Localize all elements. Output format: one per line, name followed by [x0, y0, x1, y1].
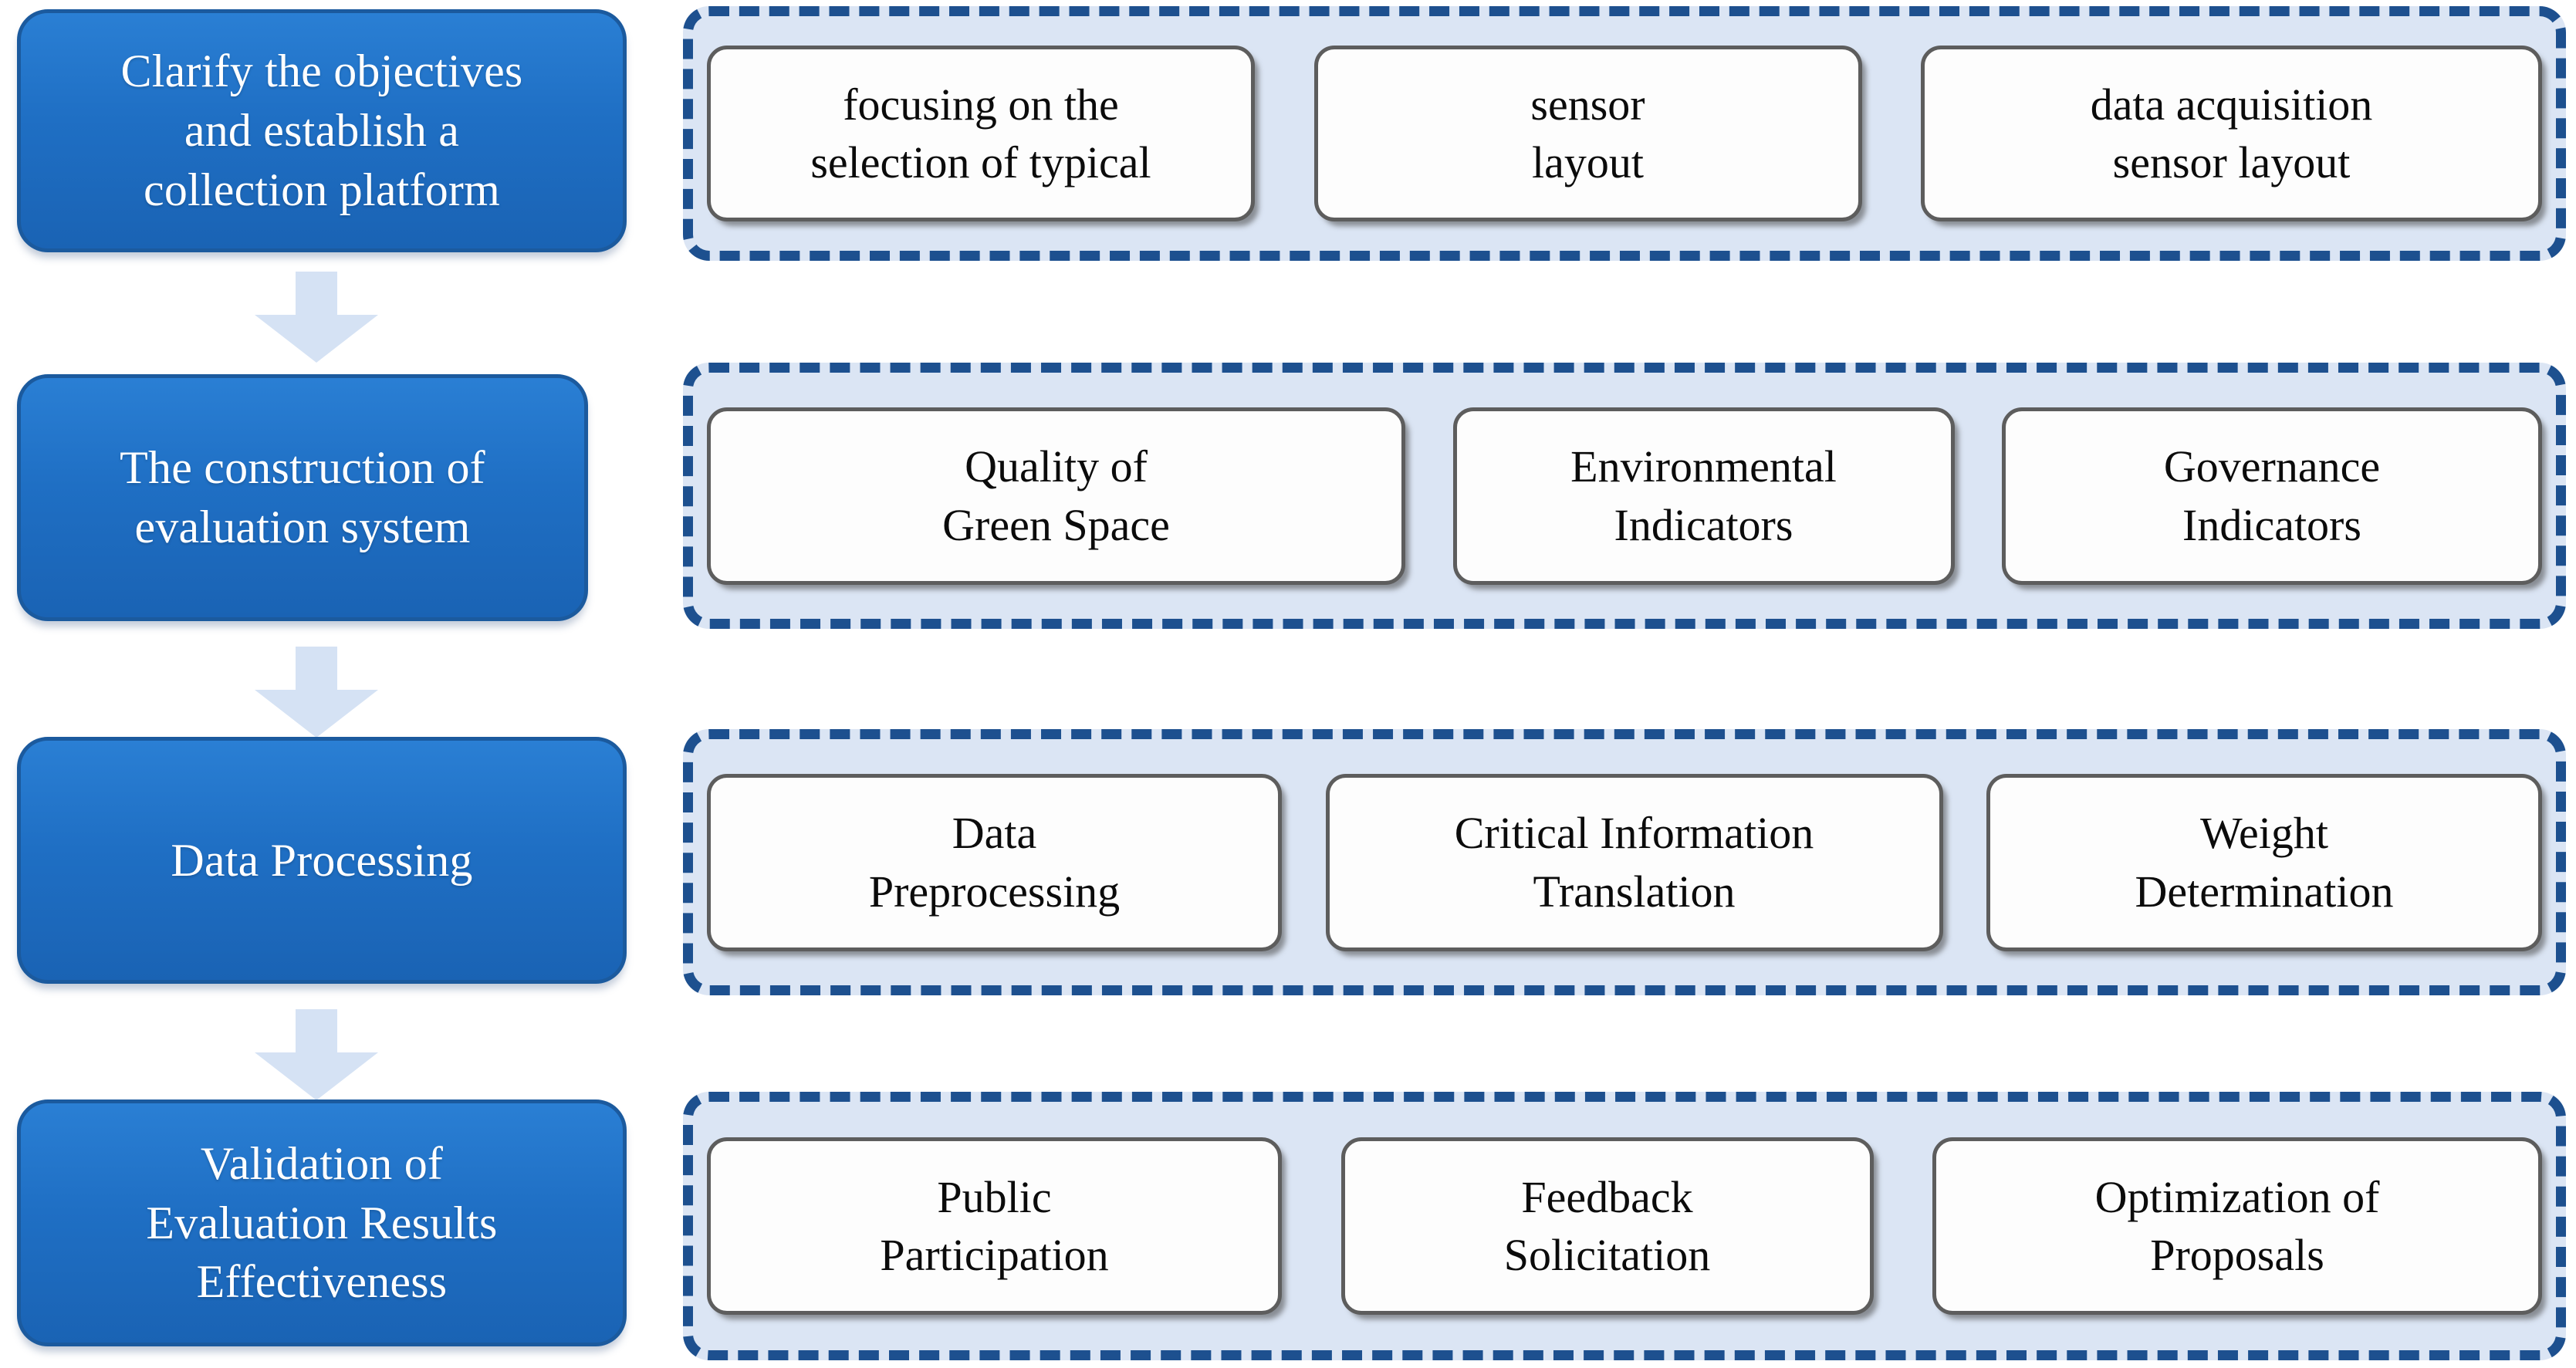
stage-2-card-1[interactable]: Quality of Green Space — [707, 407, 1405, 585]
stage-4-card-1[interactable]: Public Participation — [707, 1137, 1282, 1315]
stage-4-card-3-label: Optimization of Proposals — [2094, 1171, 2380, 1280]
stage-4-card-1-label: Public Participation — [880, 1171, 1109, 1280]
stage-1-card-1-label: focusing on the selection of typical — [810, 79, 1151, 187]
arrow-head — [255, 690, 378, 738]
stage-2-card-3-label: Governance Indicators — [2163, 441, 2381, 550]
stage-2-card-2[interactable]: Environmental Indicators — [1452, 407, 1955, 585]
down-arrow-icon-1 — [255, 272, 378, 363]
stage-group-3: Data Preprocessing Critical Information … — [683, 729, 2566, 995]
down-arrow-icon-3 — [255, 1009, 378, 1100]
stage-2-card-3[interactable]: Governance Indicators — [2002, 407, 2542, 585]
stage-1-card-3-label: data acquisition sensor layout — [2090, 79, 2373, 187]
stage-box-3[interactable]: Data Processing — [17, 737, 627, 984]
down-arrow-icon-2 — [255, 647, 378, 738]
stage-label-4: Validation of Evaluation Results Effecti… — [146, 1137, 498, 1308]
stage-2-card-1-label: Quality of Green Space — [942, 441, 1170, 550]
stage-label-1: Clarify the objectives and establish a c… — [120, 46, 523, 215]
arrow-shaft — [296, 647, 337, 694]
arrow-shaft — [296, 272, 337, 319]
stage-1-card-1[interactable]: focusing on the selection of typical — [707, 46, 1255, 221]
stage-1-card-2[interactable]: sensor layout — [1313, 46, 1862, 221]
arrow-shaft — [296, 1009, 337, 1057]
stage-label-3: Data Processing — [171, 834, 473, 886]
stage-3-card-3[interactable]: Weight Determination — [1986, 773, 2542, 951]
stage-box-4[interactable]: Validation of Evaluation Results Effecti… — [17, 1099, 627, 1346]
stage-4-card-2-label: Feedback Solicitation — [1503, 1171, 1711, 1280]
stage-group-1: focusing on the selection of typical sen… — [683, 6, 2566, 261]
stage-3-card-2[interactable]: Critical Information Translation — [1325, 773, 1943, 951]
stage-1-card-3[interactable]: data acquisition sensor layout — [1921, 46, 2542, 221]
stage-4-card-2[interactable]: Feedback Solicitation — [1340, 1137, 1874, 1315]
stage-group-4: Public Participation Feedback Solicitati… — [683, 1092, 2566, 1360]
arrow-head — [255, 315, 378, 363]
stage-3-card-3-label: Weight Determination — [2135, 808, 2394, 917]
stage-group-2: Quality of Green Space Environmental Ind… — [683, 363, 2566, 629]
stage-label-2: The construction of evaluation system — [120, 442, 485, 552]
stage-box-1[interactable]: Clarify the objectives and establish a c… — [17, 9, 627, 252]
arrow-head — [255, 1052, 378, 1100]
stage-1-card-2-label: sensor layout — [1530, 79, 1645, 187]
stage-2-card-2-label: Environmental Indicators — [1570, 441, 1837, 550]
stage-3-card-1[interactable]: Data Preprocessing — [707, 773, 1282, 951]
stage-box-2[interactable]: The construction of evaluation system — [17, 374, 588, 621]
stage-3-card-1-label: Data Preprocessing — [868, 808, 1121, 917]
stage-4-card-3[interactable]: Optimization of Proposals — [1932, 1137, 2542, 1315]
stage-3-card-2-label: Critical Information Translation — [1454, 808, 1814, 917]
